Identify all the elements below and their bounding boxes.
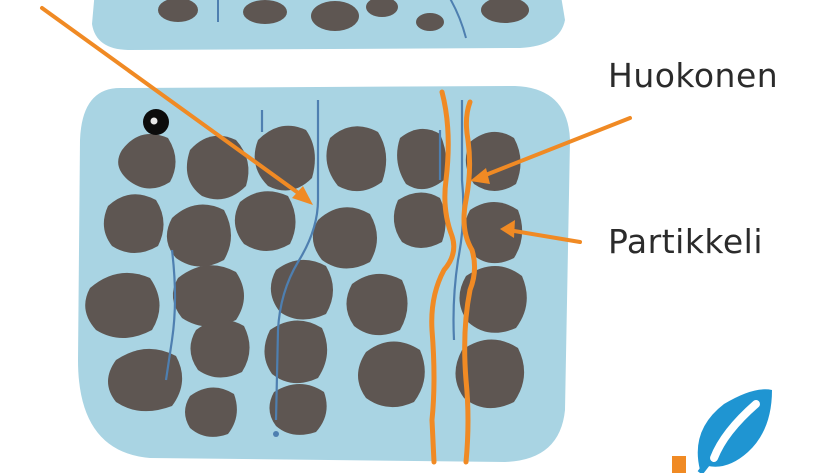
lower-sample-block: [42, 8, 630, 462]
particle: [235, 191, 296, 251]
upper-particle: [416, 13, 444, 31]
particle: [104, 194, 164, 253]
particle: [108, 349, 182, 411]
logo-orange-square: [672, 456, 686, 473]
pore-label: Huokonen: [608, 56, 778, 95]
dot-marker: [143, 109, 169, 135]
particle: [269, 384, 326, 435]
leaf-logo-icon: [672, 389, 772, 473]
particle: [397, 129, 446, 189]
particle-label: Partikkeli: [608, 222, 763, 261]
particle: [466, 132, 521, 191]
particle: [326, 126, 386, 191]
upper-particle: [311, 1, 359, 31]
particle: [187, 136, 249, 200]
particle: [346, 274, 407, 335]
particle: [173, 265, 244, 326]
upper-sample-block: [92, 0, 565, 50]
upper-particle: [243, 0, 287, 24]
particle: [313, 207, 377, 268]
particle: [358, 341, 425, 407]
particle: [394, 192, 446, 248]
particle: [264, 320, 327, 383]
flow-line-end: [273, 431, 279, 437]
particle: [185, 387, 237, 436]
particle: [190, 320, 249, 378]
